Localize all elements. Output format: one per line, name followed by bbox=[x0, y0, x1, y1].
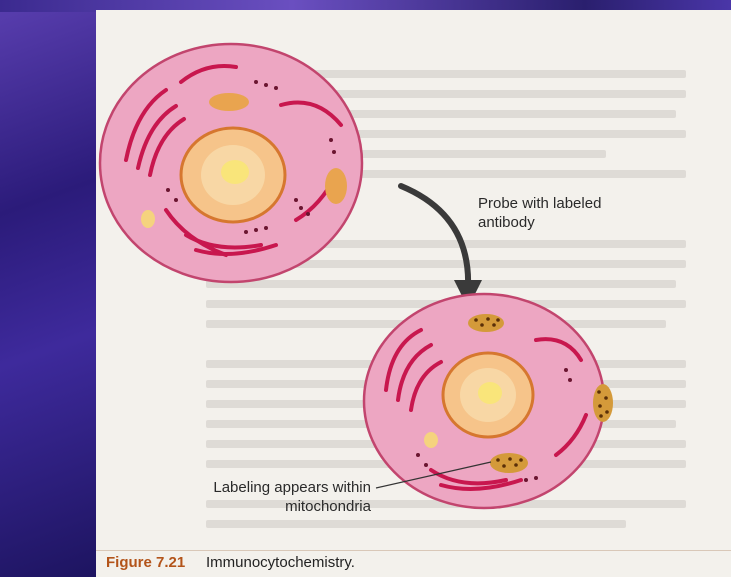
probe-annotation: Probe with labeled antibody bbox=[478, 194, 658, 232]
immunocytochemistry-illustration bbox=[96, 10, 731, 550]
cell-unlabeled bbox=[100, 44, 362, 282]
probe-arrow bbox=[401, 186, 482, 308]
figure-number: Figure 7.21 bbox=[106, 554, 185, 571]
slide-background-left bbox=[0, 0, 96, 577]
caption-divider bbox=[96, 550, 731, 551]
mitochondria-annotation: Labeling appears within mitochondria bbox=[181, 478, 371, 516]
cell-labeled bbox=[364, 294, 613, 508]
textbook-page: Probe with labeled antibody Labeling app… bbox=[96, 10, 731, 577]
figure-caption: Figure 7.21 Immunocytochemistry. bbox=[96, 554, 731, 577]
figure-title: Immunocytochemistry. bbox=[206, 554, 355, 571]
